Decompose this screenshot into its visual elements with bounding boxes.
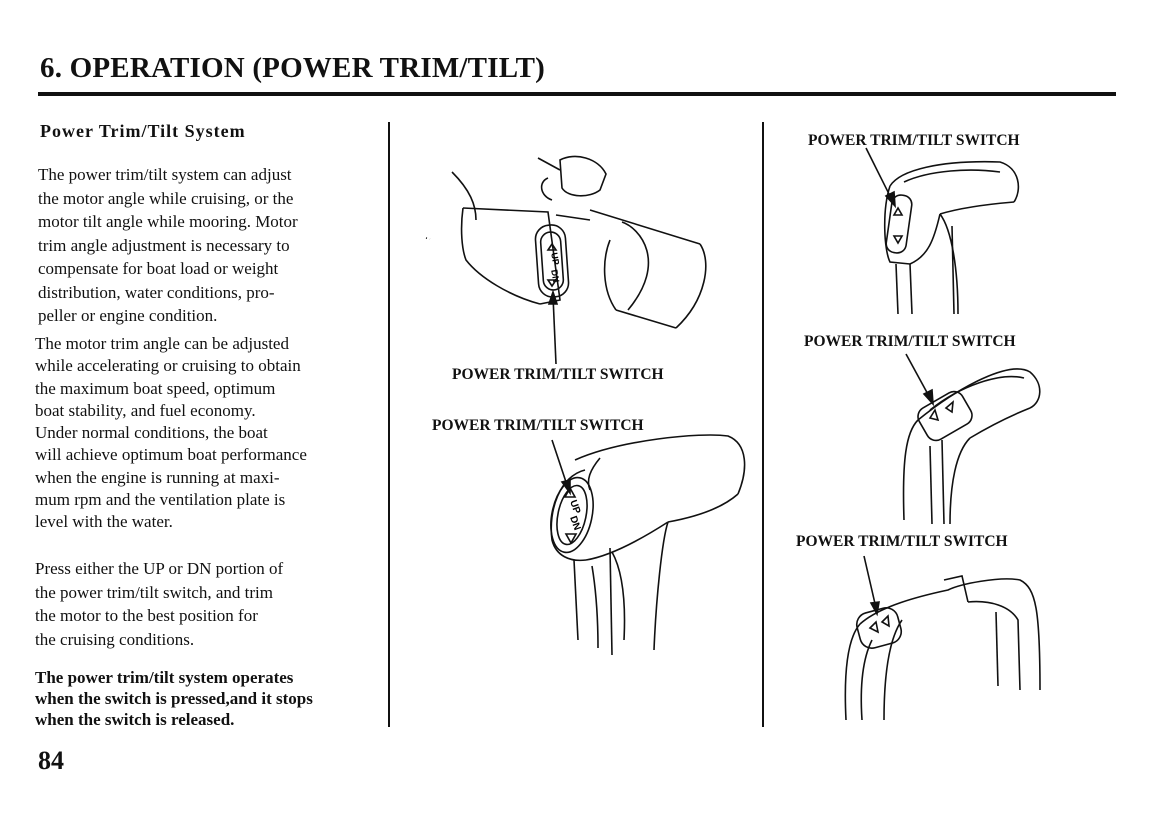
text-line: peller or engine condition. [38,306,218,325]
paragraph-4: The power trim/tilt system operates when… [35,667,313,730]
text-line: trim angle adjustment is necessary to [38,235,290,255]
text-line: the motor to the best position for [35,606,258,625]
paragraph-2: The motor trim angle can be adjusted whi… [35,333,307,534]
switch-dn-text: DN [549,269,561,284]
text-line: motor tilt angle while mooring. Motor [38,212,298,231]
text-line: level with the water. [35,512,173,532]
text-line: Press either the UP or DN portion of [35,559,284,578]
text-line: distribution, water conditions, pro- [38,282,275,302]
figure-label-4: POWER TRIM/TILT SWITCH [804,333,1016,350]
text-line: when the switch is pressed,and it stops [35,689,313,708]
paragraph-3: Press either the UP or DN portion of the… [35,557,283,651]
switch-up-text-2: UP [567,499,582,516]
text-line: Under normal conditions, the boat [35,423,268,443]
text-line: when the switch is released. [35,710,235,729]
text-line: The power trim/tilt system can adjust [38,165,292,184]
text-line: mum rpm and the ventilation plate is [35,490,286,510]
figure-label-5: POWER TRIM/TILT SWITCH [796,533,1008,550]
page-title: 6. OPERATION (POWER TRIM/TILT) [40,52,545,84]
text-line: the motor angle while cruising, or the [38,188,294,208]
figure-tiller-closeup: UP DN [550,434,746,656]
figure-label-3: POWER TRIM/TILT SWITCH [808,132,1020,149]
text-line: The power trim/tilt system operates [35,668,294,687]
text-line: The motor trim angle can be adjusted [35,334,289,353]
figure-label-1: POWER TRIM/TILT SWITCH [452,366,664,383]
text-line: the power trim/tilt switch, and trim [35,582,273,602]
switch-up-text: UP [549,252,561,266]
figure-label-2: POWER TRIM/TILT SWITCH [432,417,644,434]
switch-arrow-up-icon [546,242,558,251]
switch-dn-text-2: DN [567,515,582,532]
figure-handle-3 [844,555,1041,721]
column-divider-right [762,122,764,727]
column-divider-left [388,122,390,727]
figure-tiller-top: UP DN [425,155,707,365]
text-line: when the engine is running at maxi- [35,467,280,487]
text-line: the cruising conditions. [35,629,195,649]
page-number: 84 [38,746,64,775]
title-rule [38,92,1116,96]
text-line: the maximum boat speed, optimum [35,378,276,398]
switch-arrow-down-icon [546,279,558,288]
text-line: will achieve optimum boat performance [35,445,307,465]
paragraph-1: The power trim/tilt system can adjust th… [38,163,298,328]
text-line: compensate for boat load or weight [38,259,279,278]
text-line: boat stability, and fuel economy. [35,400,256,420]
text-line: while accelerating or cruising to obtain [35,356,301,376]
figure-handle-2 [902,353,1041,525]
section-heading: Power Trim/Tilt System [40,121,246,141]
figure-handle-1 [865,147,1020,315]
